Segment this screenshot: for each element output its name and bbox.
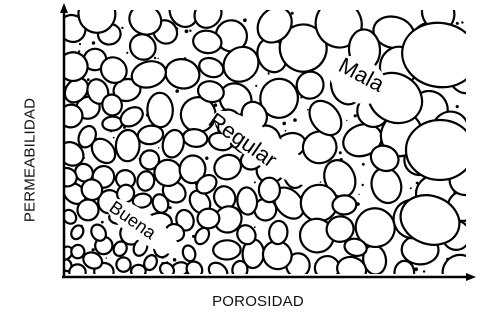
matrix-speck (169, 206, 172, 209)
grain (162, 56, 202, 92)
matrix-speck (362, 184, 364, 186)
grain (394, 261, 414, 285)
matrix-speck (456, 22, 459, 25)
grain (406, 120, 474, 180)
matrix-speck (101, 221, 104, 224)
grain (77, 199, 99, 221)
matrix-speck (113, 137, 115, 139)
matrix-speck (320, 181, 322, 183)
grain (259, 177, 281, 202)
grain (69, 223, 86, 241)
matrix-speck (106, 257, 107, 258)
matrix-speck (255, 85, 257, 87)
grain (137, 124, 165, 146)
matrix-speck (307, 109, 309, 111)
matrix-speck (282, 122, 286, 126)
matrix-speck (285, 130, 287, 132)
matrix-speck (121, 27, 123, 29)
matrix-speck (79, 43, 81, 45)
y-axis-label: PERMEABILIDAD (22, 98, 39, 222)
matrix-speck (291, 12, 294, 15)
matrix-speck (173, 258, 177, 262)
matrix-speck (175, 89, 179, 93)
grain (181, 244, 197, 263)
matrix-speck (410, 187, 412, 189)
x-axis-label: POROSIDAD (212, 293, 304, 310)
matrix-speck (354, 114, 357, 117)
matrix-speck (243, 18, 247, 22)
matrix-speck (87, 78, 90, 81)
grain (332, 195, 357, 215)
matrix-speck (158, 147, 159, 148)
matrix-speck (423, 270, 425, 272)
matrix-speck (358, 194, 359, 195)
matrix-speck (205, 157, 208, 160)
matrix-speck (461, 21, 463, 23)
grain (197, 208, 219, 228)
x-axis-arrowhead (466, 273, 476, 281)
grain (147, 92, 174, 127)
matrix-speck (92, 41, 95, 44)
matrix-speck (456, 105, 459, 108)
grain (268, 220, 289, 245)
matrix-speck (346, 120, 347, 121)
grain (205, 259, 230, 283)
matrix-speck (254, 181, 256, 183)
grain (213, 240, 241, 260)
matrix-speck (293, 118, 297, 122)
matrix-speck (339, 151, 342, 154)
matrix-speck (362, 163, 365, 166)
y-axis-arrowhead (60, 3, 68, 13)
matrix-speck (92, 248, 95, 251)
grain (196, 55, 226, 81)
matrix-speck (189, 30, 191, 32)
matrix-speck (154, 57, 156, 59)
grain (102, 116, 123, 131)
grain (439, 251, 478, 294)
grain (115, 129, 140, 161)
matrix-speck (158, 58, 159, 59)
matrix-speck (126, 52, 128, 54)
matrix-speck (254, 226, 256, 228)
grain (114, 255, 132, 273)
matrix-speck (268, 72, 270, 74)
matrix-speck (185, 29, 189, 33)
grain (136, 170, 156, 192)
